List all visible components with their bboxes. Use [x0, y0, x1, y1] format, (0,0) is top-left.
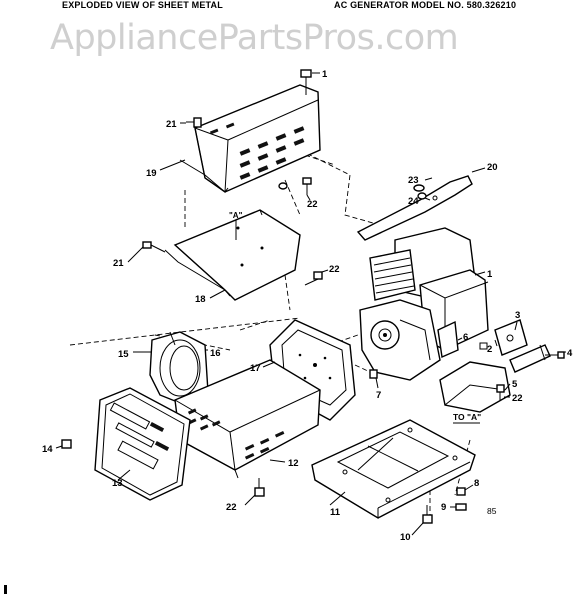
callout-23: 23 [408, 175, 419, 186]
callout-11: 11 [330, 507, 341, 518]
callout-13: 13 [112, 478, 123, 489]
callout-14: 14 [42, 444, 53, 455]
callout-2: 2 [487, 344, 492, 355]
drawing-code: 85 [487, 506, 497, 516]
callout-8: 8 [474, 478, 479, 489]
callout-9: 9 [441, 502, 446, 513]
top-cover-part-19 [179, 84, 321, 193]
callout-22-right: 22 [512, 393, 523, 404]
corner-mark [4, 585, 7, 594]
bracket-part-20 [356, 175, 473, 241]
callout-7: 7 [376, 390, 381, 401]
callout-22-mid: 22 [329, 264, 340, 275]
callout-20: 20 [487, 162, 498, 173]
callout-22-bottom: 22 [226, 502, 237, 513]
callout-6: 6 [463, 332, 468, 343]
callout-22-top: 22 [307, 199, 318, 210]
to-a-label: TO "A" [453, 412, 481, 422]
fasteners [61, 69, 565, 524]
callout-5: 5 [512, 379, 518, 390]
callout-1-engine: 1 [487, 269, 493, 280]
callout-16: 16 [210, 348, 221, 359]
watermark-text: AppliancePartsPros.com [50, 18, 459, 58]
callout-3: 3 [515, 310, 520, 321]
model-number: AC GENERATOR MODEL NO. 580.326210 [334, 0, 517, 10]
diagram-title: EXPLODED VIEW OF SHEET METAL [62, 0, 223, 10]
muffler-part-5 [439, 319, 551, 413]
front-panel-part-13 [94, 387, 191, 501]
view-a-label: "A" [229, 211, 243, 220]
callout-18: 18 [195, 294, 206, 305]
callout-24: 24 [408, 196, 419, 207]
callout-19: 19 [146, 168, 157, 179]
callout-4: 4 [567, 348, 573, 359]
callout-21-mid: 21 [113, 258, 124, 269]
callout-numbers: 1 21 19 22 23 20 24 21 18 22 1 15 16 17 … [42, 69, 573, 543]
callout-10: 10 [400, 532, 411, 543]
engine-assembly-part-1 [359, 227, 489, 381]
callout-17: 17 [250, 363, 261, 374]
callout-1-top: 1 [322, 69, 328, 80]
leader-lines [55, 72, 566, 536]
base-plate-part-11 [311, 419, 476, 519]
callout-15: 15 [118, 349, 129, 360]
callout-12: 12 [288, 458, 299, 469]
callout-21-top: 21 [166, 119, 177, 130]
